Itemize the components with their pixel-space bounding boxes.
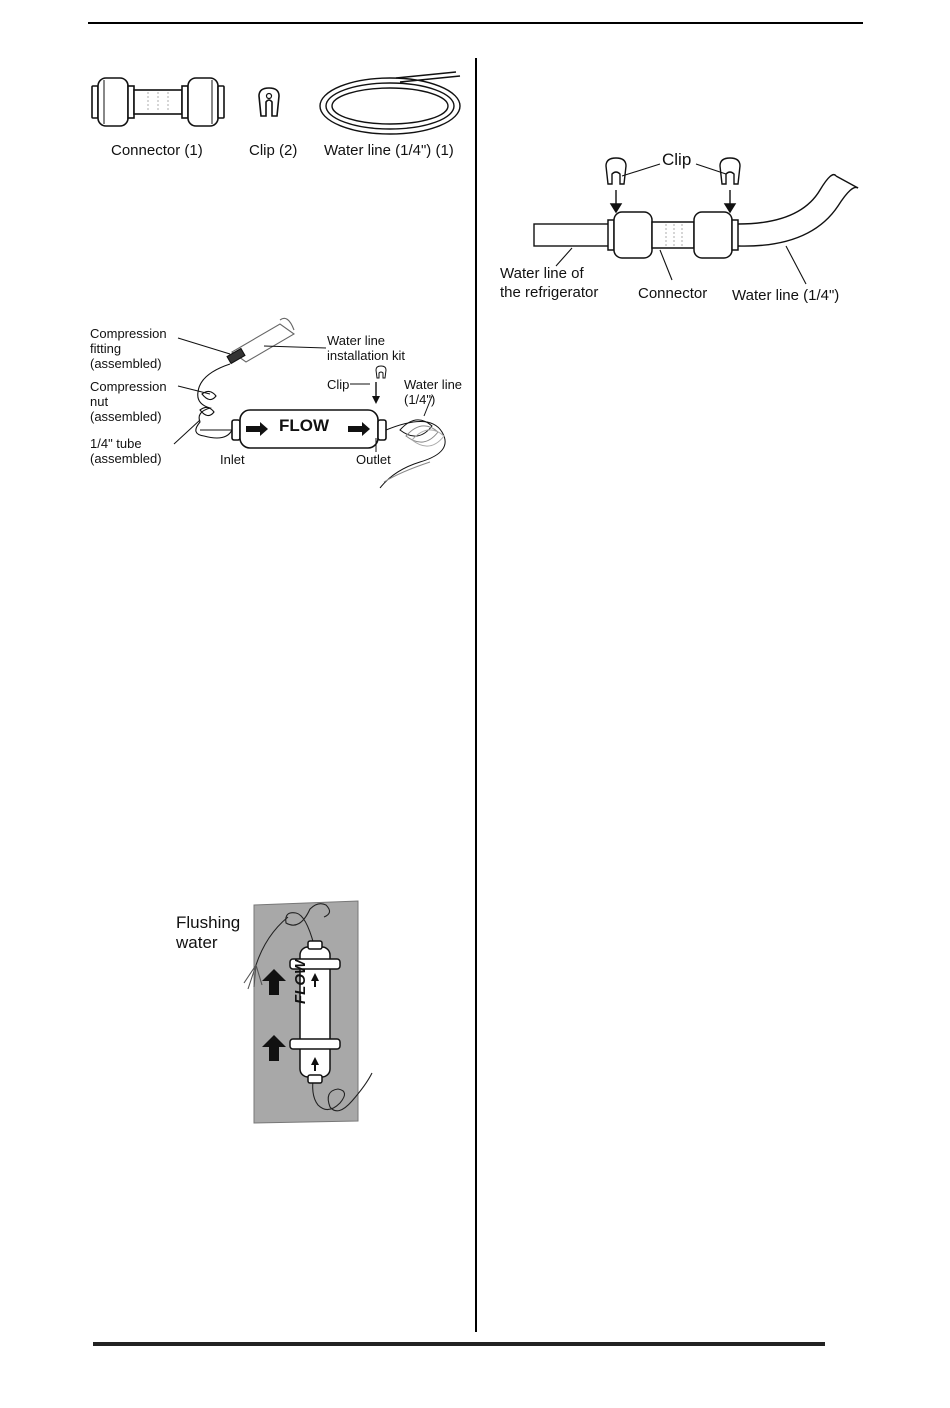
water-line-label: Water line (1/4") [404, 377, 462, 407]
clip-label: Clip (2) [249, 142, 297, 159]
tube-label: 1/4" tube (assembled) [90, 436, 162, 466]
header-rule [88, 22, 863, 24]
connector-illustration [88, 72, 228, 134]
connector-label: Connector (1) [111, 142, 203, 159]
clip-label: Clip [327, 377, 349, 392]
connector-label: Connector [638, 285, 707, 302]
water-line-label: Water line (1/4") (1) [324, 142, 454, 159]
inlet-label: Inlet [220, 452, 245, 467]
flushing-water-label: Flushing water [176, 913, 240, 953]
flushing-illustration [226, 895, 386, 1127]
column-divider [475, 58, 477, 1332]
fridge-water-line-label: Water line of the refrigerator [500, 264, 598, 302]
footer-rule [93, 1342, 825, 1346]
compression-fitting-label: Compression fitting (assembled) [90, 326, 167, 371]
water-line-coil-illustration [316, 68, 466, 138]
flow-vertical-label: FLOW [292, 960, 309, 1004]
compression-nut-label: Compression nut (assembled) [90, 379, 167, 424]
clip-icon [257, 86, 281, 118]
clip-label: Clip [662, 150, 691, 170]
outlet-label: Outlet [356, 452, 391, 467]
water-line-kit-label: Water line installation kit [327, 333, 405, 363]
flow-label: FLOW [279, 416, 329, 436]
water-line-label: Water line (1/4") [732, 287, 839, 304]
